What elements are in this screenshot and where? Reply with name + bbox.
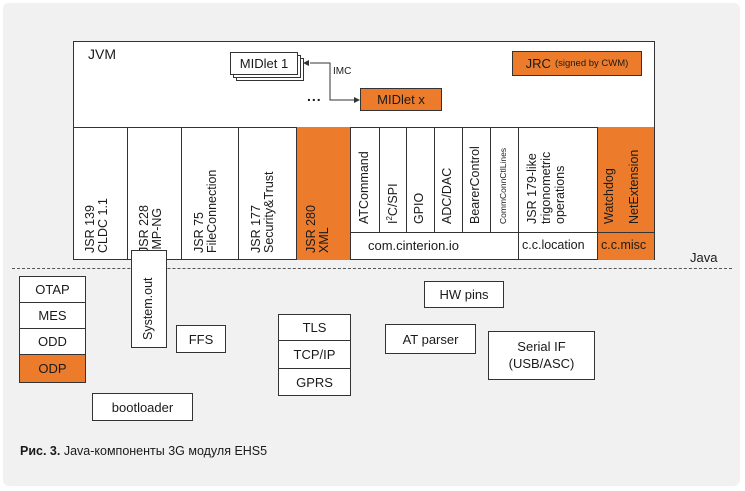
jrc-box: JRC (signed by CWM) xyxy=(512,51,642,76)
hw-pins-box: HW pins xyxy=(424,281,504,308)
divider-8 xyxy=(462,127,463,232)
cinterion-io-label: com.cinterion.io xyxy=(368,238,460,253)
cinterion-top-line xyxy=(350,232,518,233)
divider-2 xyxy=(181,127,182,260)
atcommand-label: ATCommand xyxy=(357,151,371,224)
midlet-x-label: MIDlet x xyxy=(377,92,425,107)
divider-9 xyxy=(490,127,491,232)
jvm-box xyxy=(73,41,655,260)
location-top-line xyxy=(518,232,597,233)
i2c-spi-label: I2C/SPI xyxy=(385,183,401,224)
gprs-box: GPRS xyxy=(278,368,351,396)
jrc-note: (signed by CWM) xyxy=(554,58,629,69)
divider-6 xyxy=(406,127,407,232)
tls-box: TLS xyxy=(278,314,351,341)
cc-location-label: c.c.location xyxy=(522,238,585,252)
imc-label: IMC xyxy=(333,66,352,77)
java-separator xyxy=(12,268,732,269)
tcpip-box: TCP/IP xyxy=(278,340,351,369)
column-row-top-line xyxy=(73,127,655,128)
system-out-label: System.out xyxy=(141,277,155,340)
commconn-ctllines-label: CommConnCtlLines xyxy=(498,147,508,224)
system-out-box xyxy=(131,250,167,348)
midlet-x-box: MIDlet x xyxy=(360,88,442,111)
watchdog-label: Watchdog xyxy=(602,168,616,224)
midlet-1-label: MIDlet 1 xyxy=(239,56,289,71)
divider-7 xyxy=(434,127,435,232)
figure-caption: Рис. 3. Java-компоненты 3G модуля EHS5 xyxy=(20,444,268,458)
otap-box: OTAP xyxy=(19,276,86,303)
mes-box: MES xyxy=(19,302,86,329)
ellipsis: ... xyxy=(307,88,322,104)
jrc-label: JRC xyxy=(525,56,551,71)
divider-5 xyxy=(379,127,380,232)
divider-10 xyxy=(518,127,519,260)
at-parser-box: AT parser xyxy=(385,324,476,354)
odd-box: ODD xyxy=(19,328,86,355)
serial-if-box: Serial IF (USB/ASC) xyxy=(488,331,595,380)
cc-misc-label: c.c.misc xyxy=(601,238,647,252)
java-label: Java xyxy=(690,250,718,265)
divider-4 xyxy=(350,127,351,232)
jsr280-column xyxy=(296,127,351,260)
misc-column xyxy=(597,127,655,260)
misc-top-line xyxy=(597,232,655,233)
bearer-control-label: BearerControl xyxy=(468,146,482,224)
bootloader-box: bootloader xyxy=(92,393,193,421)
odp-box: ODP xyxy=(19,354,86,383)
imc-connector xyxy=(303,60,360,103)
ffs-box: FFS xyxy=(176,325,226,353)
netextension-label: NetExtension xyxy=(627,149,641,224)
divider-3 xyxy=(238,127,239,260)
adc-dac-label: ADC/DAC xyxy=(440,167,454,224)
midlet-1-box: MIDlet 1 xyxy=(230,52,298,75)
gpio-label: GPIO xyxy=(412,192,426,224)
divider-1 xyxy=(127,127,128,260)
jvm-label: JVM xyxy=(88,46,116,62)
